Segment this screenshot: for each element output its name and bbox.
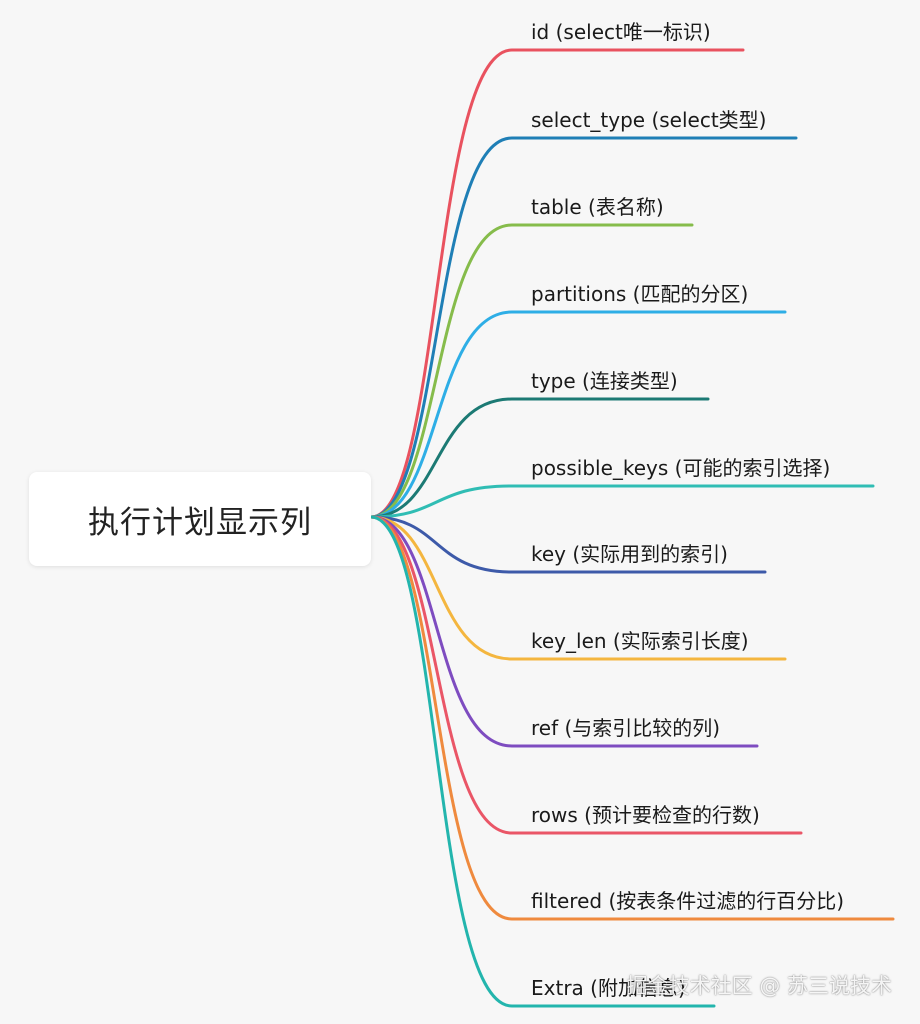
branch-connector-4 bbox=[369, 310, 787, 519]
branch-label-11[interactable]: filtered (按表条件过滤的行百分比) bbox=[531, 889, 845, 913]
branch-label-12[interactable]: Extra (附加信息) bbox=[531, 976, 686, 1000]
branch-connector-12 bbox=[369, 515, 716, 1008]
branch-connector-2 bbox=[369, 136, 798, 519]
branch-connector-11 bbox=[369, 515, 895, 921]
branch-label-2[interactable]: select_type (select类型) bbox=[531, 108, 767, 132]
branch-label-8[interactable]: key_len (实际索引长度) bbox=[531, 629, 749, 653]
branch-connector-5 bbox=[369, 397, 710, 519]
watermark: 掘金技术社区 @ 苏三说技术 bbox=[626, 974, 892, 998]
branch-label-6[interactable]: possible_keys (可能的索引选择) bbox=[531, 456, 831, 480]
branch-label-4[interactable]: partitions (匹配的分区) bbox=[531, 282, 749, 306]
branch-label-9[interactable]: ref (与索引比较的列) bbox=[531, 716, 721, 740]
branch-connector-10 bbox=[369, 515, 803, 835]
branch-connector-1 bbox=[369, 48, 745, 519]
branch-connector-7 bbox=[369, 515, 767, 574]
root-node-label: 执行计划显示列 bbox=[88, 504, 312, 541]
branch-label-1[interactable]: id (select唯一标识) bbox=[531, 20, 711, 44]
branch-label-10[interactable]: rows (预计要检查的行数) bbox=[531, 803, 760, 827]
branch-connector-8 bbox=[369, 515, 787, 661]
branch-connector-3 bbox=[369, 223, 694, 519]
branch-label-3[interactable]: table (表名称) bbox=[531, 195, 664, 219]
branch-connector-9 bbox=[369, 515, 759, 748]
branch-label-7[interactable]: key (实际用到的索引) bbox=[531, 542, 728, 566]
root-node[interactable]: 执行计划显示列 bbox=[29, 472, 371, 566]
branch-connector-6 bbox=[369, 484, 875, 519]
branch-label-5[interactable]: type (连接类型) bbox=[531, 369, 678, 393]
